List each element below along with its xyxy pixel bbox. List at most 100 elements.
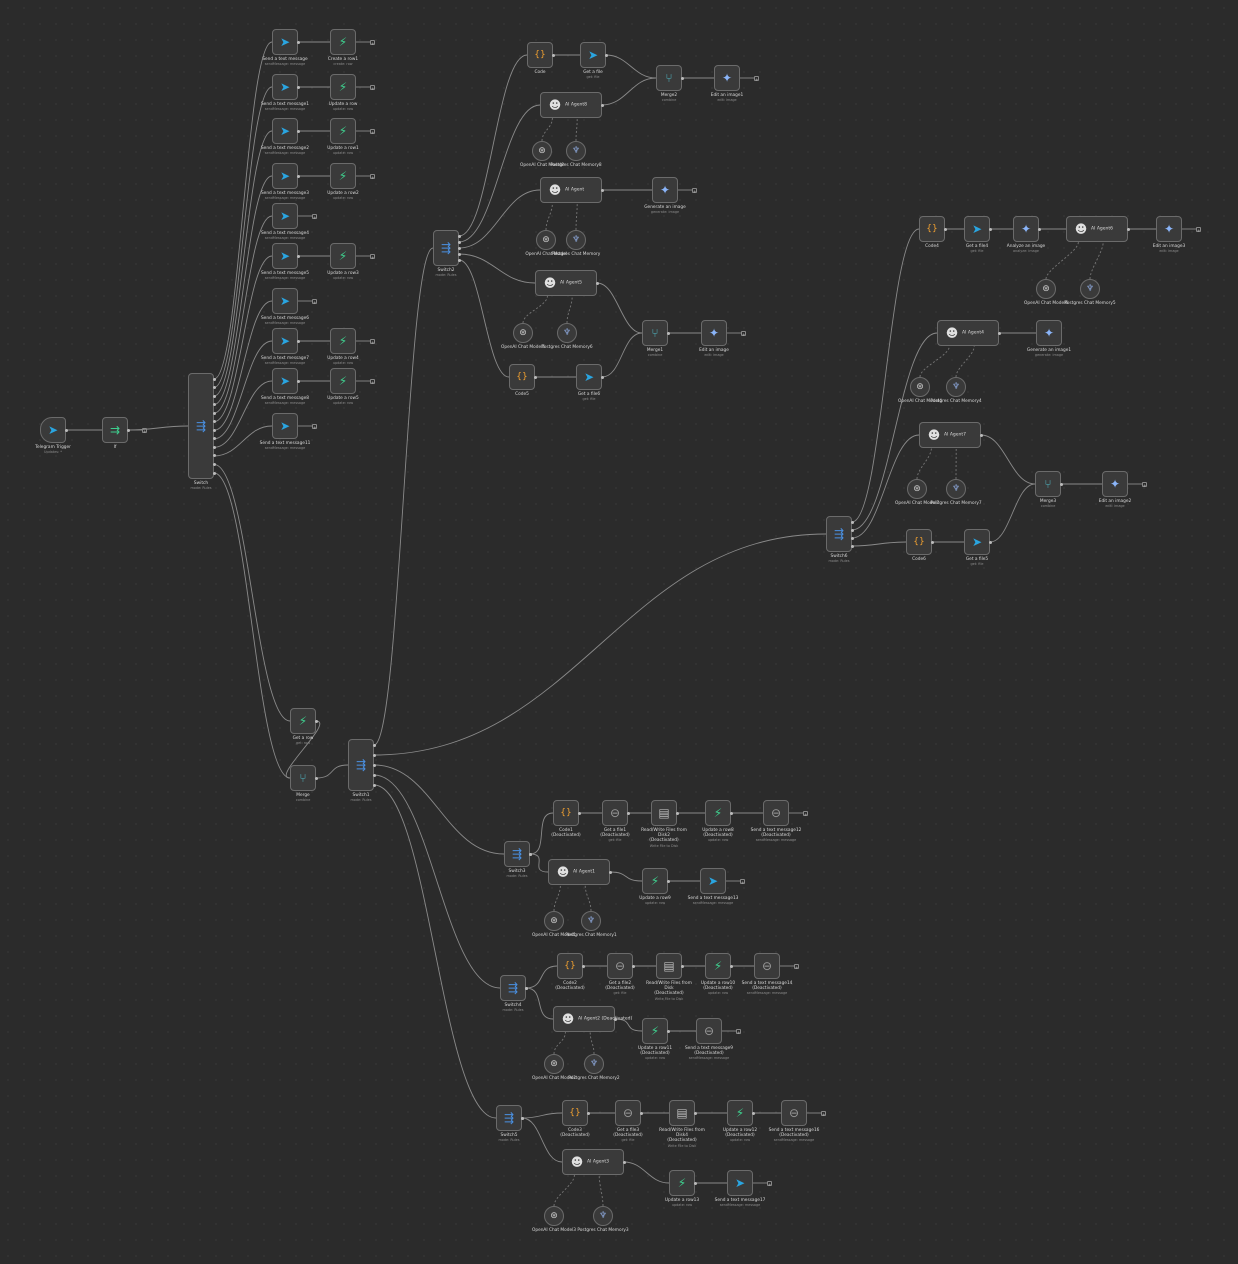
send-text-message2-node[interactable]: ➤	[272, 118, 298, 144]
send-text-message1-node[interactable]: ➤	[272, 74, 298, 100]
update-row2-node[interactable]: ⚡	[330, 163, 356, 189]
openai-chat-model-node[interactable]: ⊛	[536, 230, 556, 250]
output-handle[interactable]	[212, 437, 216, 441]
send-text-message17-node[interactable]: ➤	[727, 1170, 753, 1196]
update-row1-node[interactable]: ⚡	[330, 118, 356, 144]
switch4-node[interactable]: ⇶	[500, 975, 526, 1001]
output-handle[interactable]	[212, 403, 216, 407]
output-handle[interactable]	[296, 129, 300, 133]
openai-chat-model2-node[interactable]: ⊛	[544, 1054, 564, 1074]
output-handle[interactable]	[457, 258, 461, 262]
output-handle[interactable]	[600, 188, 604, 192]
code5-node[interactable]: {}	[509, 364, 535, 390]
output-handle[interactable]	[997, 331, 1001, 335]
postgres-chat-memory3-node[interactable]: ♆	[593, 1206, 613, 1226]
send-text-message3-node[interactable]: ➤	[272, 163, 298, 189]
output-handle[interactable]	[372, 753, 376, 757]
output-handle[interactable]	[693, 1111, 697, 1115]
output-handle[interactable]	[595, 281, 599, 285]
output-handle[interactable]	[639, 1111, 643, 1115]
ai-agent6-node[interactable]: ☻AI Agent6	[1066, 216, 1128, 242]
switch2-node[interactable]: ⇶	[433, 230, 459, 266]
read-write-disk-node[interactable]: ▤	[656, 953, 682, 979]
merge1-node[interactable]: ⑂	[642, 320, 668, 346]
add-node-button[interactable]: +	[1196, 226, 1201, 233]
add-node-button[interactable]: +	[312, 213, 317, 220]
output-handle[interactable]	[1126, 227, 1130, 231]
edit-image1-node[interactable]: ✦	[714, 65, 740, 91]
add-node-button[interactable]: +	[370, 173, 375, 180]
code3-node[interactable]: {}	[562, 1100, 588, 1126]
switch1-node[interactable]: ⇶	[348, 739, 374, 791]
output-handle[interactable]	[586, 1111, 590, 1115]
ai-agent8-node[interactable]: ☻AI Agent8	[540, 92, 602, 118]
output-handle[interactable]	[666, 331, 670, 335]
switch6-node[interactable]: ⇶	[826, 516, 852, 552]
add-node-button[interactable]: +	[370, 378, 375, 385]
add-node-button[interactable]: +	[741, 330, 746, 337]
output-handle[interactable]	[729, 811, 733, 815]
send-text-message13-node[interactable]: ➤	[700, 868, 726, 894]
output-handle[interactable]	[608, 870, 612, 874]
send-text-message8-node[interactable]: ➤	[272, 368, 298, 394]
send-text-message12-node[interactable]: ⊖	[763, 800, 789, 826]
output-handle[interactable]	[296, 40, 300, 44]
output-handle[interactable]	[622, 1160, 626, 1164]
output-handle[interactable]	[520, 1116, 524, 1120]
postgres-chat-memory7-node[interactable]: ♆	[946, 479, 966, 499]
update-row3-node[interactable]: ⚡	[330, 243, 356, 269]
add-node-button[interactable]: +	[370, 253, 375, 260]
output-handle[interactable]	[296, 174, 300, 178]
add-node-button[interactable]: +	[736, 1028, 741, 1035]
update-row13-node[interactable]: ⚡	[669, 1170, 695, 1196]
update-row9-node[interactable]: ⚡	[642, 868, 668, 894]
add-node-button[interactable]: +	[740, 878, 745, 885]
read-write-disk4-node[interactable]: ▤	[669, 1100, 695, 1126]
get-file3-node[interactable]: ⊖	[615, 1100, 641, 1126]
get-file4-node[interactable]: ➤	[964, 216, 990, 242]
get-file5-node[interactable]: ➤	[964, 529, 990, 555]
output-handle[interactable]	[296, 339, 300, 343]
output-handle[interactable]	[600, 103, 604, 107]
output-handle[interactable]	[212, 420, 216, 424]
add-node-button[interactable]: +	[370, 84, 375, 91]
code4-node[interactable]: {}	[919, 216, 945, 242]
output-handle[interactable]	[457, 234, 461, 238]
switch3-node[interactable]: ⇶	[504, 841, 530, 867]
output-handle[interactable]	[372, 773, 376, 777]
get-file6-node[interactable]: ➤	[576, 364, 602, 390]
output-handle[interactable]	[212, 411, 216, 415]
add-node-button[interactable]: +	[803, 810, 808, 817]
add-node-button[interactable]: +	[692, 187, 697, 194]
output-handle[interactable]	[666, 879, 670, 883]
ai-agent3-node[interactable]: ☻AI Agent3	[562, 1149, 624, 1175]
output-handle[interactable]	[850, 520, 854, 524]
openai-chat-model8-node[interactable]: ⊛	[532, 141, 552, 161]
output-handle[interactable]	[314, 776, 318, 780]
output-handle[interactable]	[372, 763, 376, 767]
output-handle[interactable]	[930, 540, 934, 544]
edit-image3-node[interactable]: ✦	[1156, 216, 1182, 242]
postgres-chat-memory5-node[interactable]: ♆	[1080, 279, 1100, 299]
output-handle[interactable]	[212, 386, 216, 390]
update-row11-node[interactable]: ⚡	[642, 1018, 668, 1044]
output-handle[interactable]	[604, 53, 608, 57]
output-handle[interactable]	[613, 1017, 617, 1021]
send-text-message6-node[interactable]: ➤	[272, 288, 298, 314]
openai-chat-model6-node[interactable]: ⊛	[1036, 279, 1056, 299]
add-node-button[interactable]: +	[142, 427, 147, 434]
ai-agent7-node[interactable]: ☻AI Agent7	[919, 422, 981, 448]
send-text-message9-node[interactable]: ⊖	[696, 1018, 722, 1044]
output-handle[interactable]	[988, 540, 992, 544]
create-row1-node[interactable]: ⚡	[330, 29, 356, 55]
output-handle[interactable]	[212, 454, 216, 458]
output-handle[interactable]	[524, 986, 528, 990]
update-row12-node[interactable]: ⚡	[727, 1100, 753, 1126]
output-handle[interactable]	[212, 428, 216, 432]
output-handle[interactable]	[988, 227, 992, 231]
output-handle[interactable]	[631, 964, 635, 968]
add-node-button[interactable]: +	[370, 39, 375, 46]
openai-chat-model4-node[interactable]: ⊛	[910, 377, 930, 397]
output-handle[interactable]	[551, 53, 555, 57]
